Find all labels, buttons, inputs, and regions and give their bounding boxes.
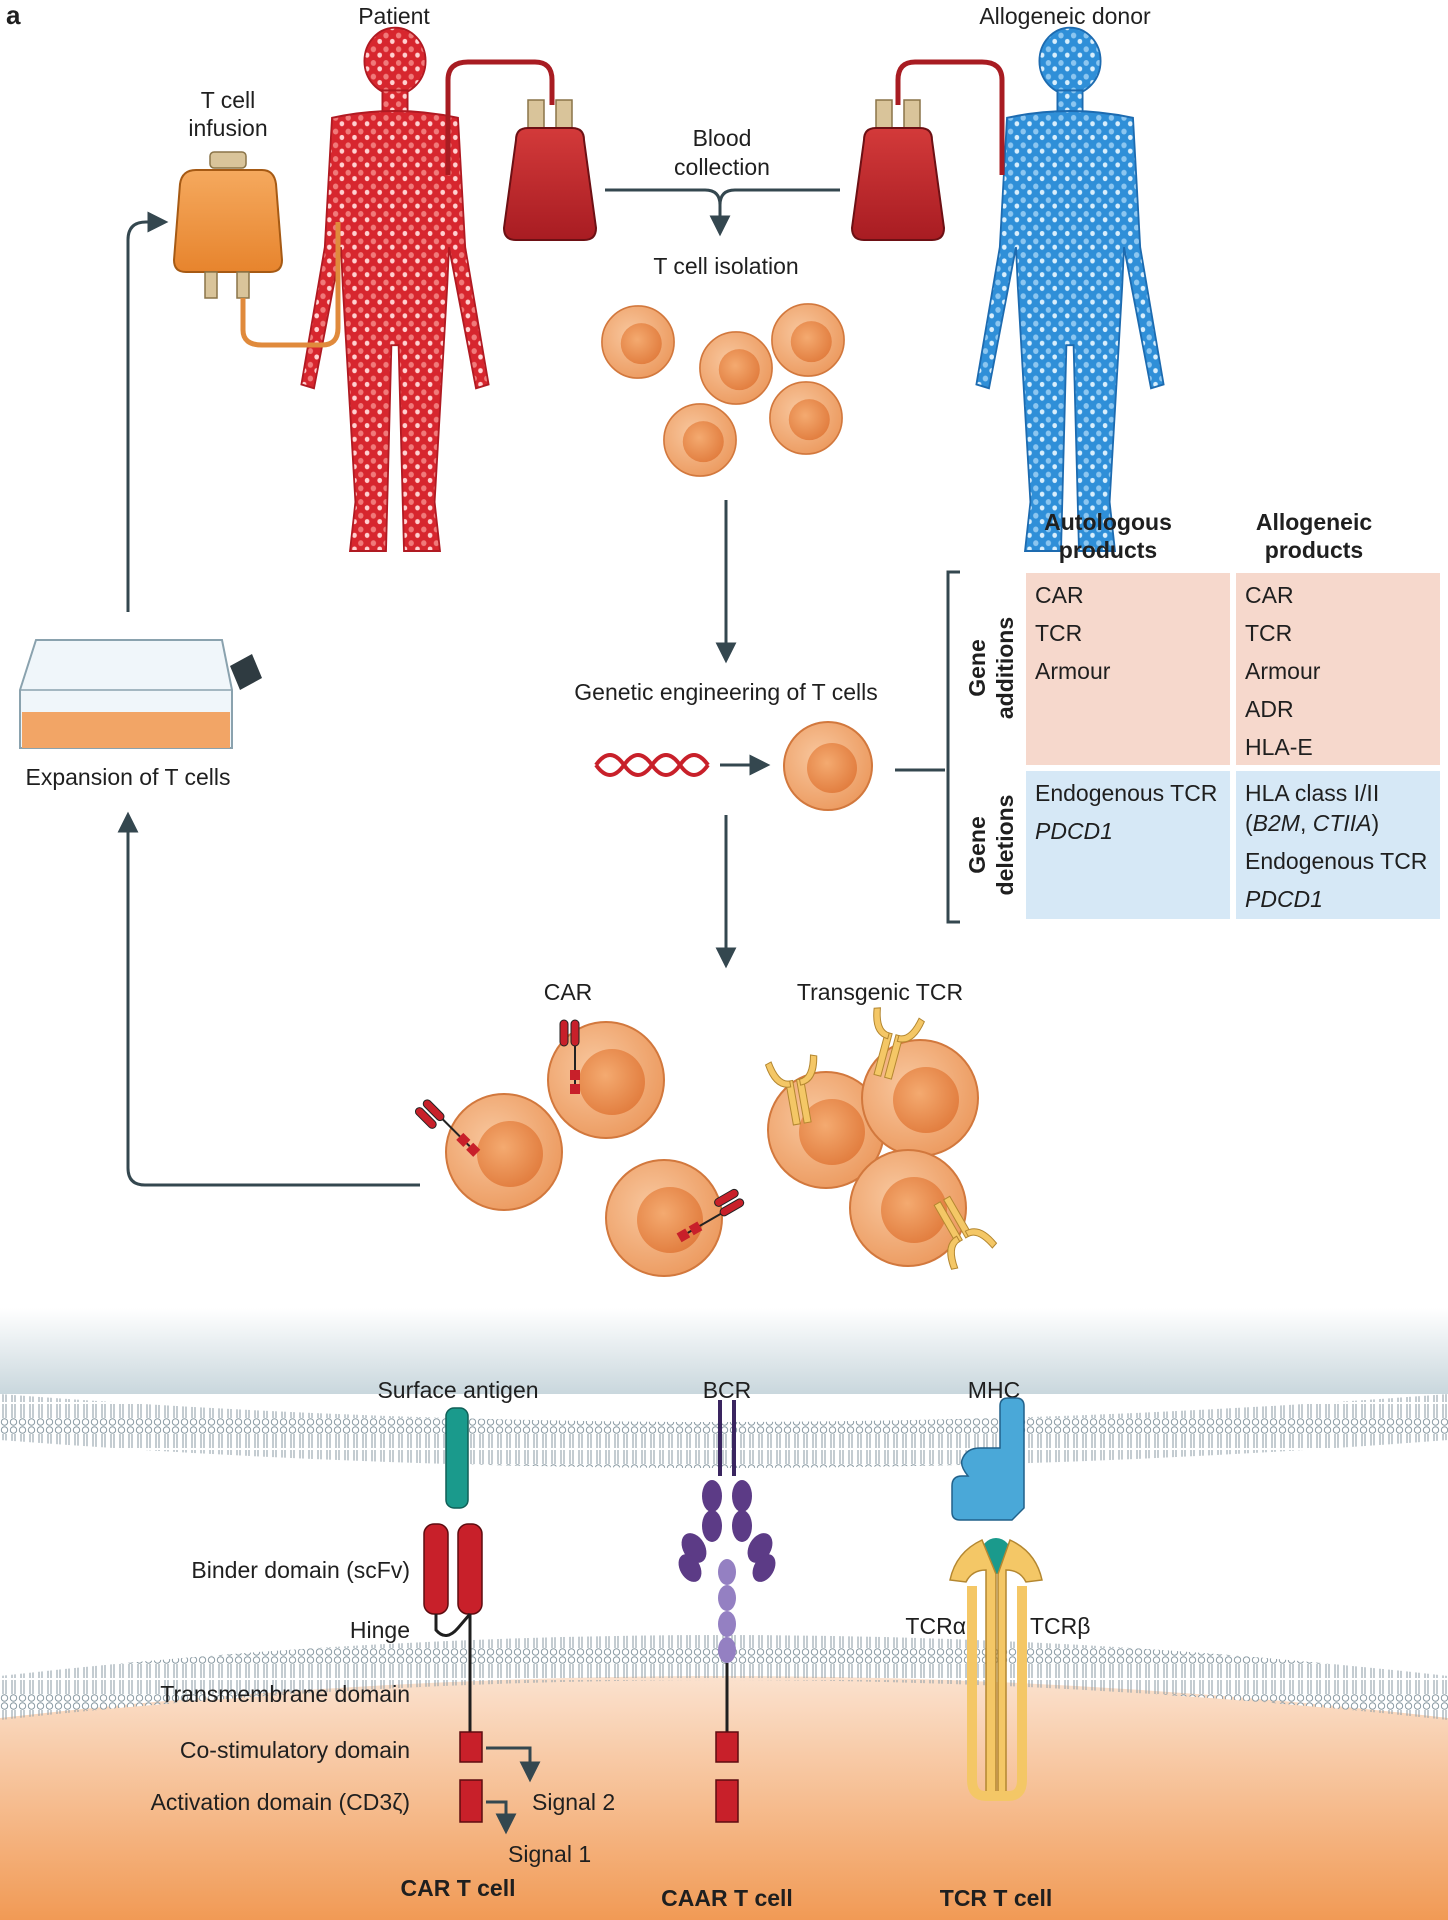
car-receptor bbox=[423, 1407, 483, 1823]
table-col2-line1: Allogeneic bbox=[1256, 509, 1373, 535]
bcr-label: BCR bbox=[703, 1377, 752, 1403]
allo-del-item: Endogenous TCR bbox=[1245, 848, 1427, 874]
allo-add-item: ADR bbox=[1245, 696, 1294, 722]
table-bracket bbox=[946, 570, 960, 924]
infusion-bag bbox=[172, 151, 341, 348]
auto-add-item: TCR bbox=[1035, 620, 1082, 646]
allo-add-item: TCR bbox=[1245, 620, 1292, 646]
signal1-arrow bbox=[486, 1800, 517, 1835]
table-auto-deletions-cell bbox=[1026, 771, 1230, 919]
mhc bbox=[951, 1397, 1025, 1521]
car-t-cell-title: CAR T cell bbox=[400, 1875, 515, 1901]
table-allo-additions-cell bbox=[1236, 573, 1440, 765]
surface-antigen-label: Surface antigen bbox=[377, 1377, 538, 1403]
caar-t-cell-title: CAAR T cell bbox=[661, 1885, 793, 1911]
table-row1-line2: additions bbox=[992, 617, 1018, 719]
signal1-label: Signal 1 bbox=[508, 1841, 591, 1867]
allo-del-item-genes: (B2M, CTIIA) bbox=[1245, 810, 1379, 836]
allo-add-item: HLA-E bbox=[1245, 734, 1313, 760]
allo-add-item: Armour bbox=[1245, 658, 1321, 684]
paren-open: ( bbox=[1245, 810, 1253, 836]
table-row2-line1: Gene bbox=[964, 816, 990, 874]
tcr-label: Transgenic TCR bbox=[797, 979, 963, 1005]
patient-label: Patient bbox=[358, 3, 430, 29]
donor-label: Allogeneic donor bbox=[979, 3, 1151, 29]
arrow-to-expansion bbox=[117, 811, 420, 1187]
signal2-label: Signal 2 bbox=[532, 1789, 615, 1815]
auto-add-item: CAR bbox=[1035, 582, 1084, 608]
patient-tube bbox=[445, 59, 555, 175]
paren-close: ) bbox=[1372, 810, 1380, 836]
collection-label-line1: Blood bbox=[693, 125, 752, 151]
auto-del-item: Endogenous TCR bbox=[1035, 780, 1217, 806]
car-t-cells bbox=[412, 1019, 747, 1277]
tcr-beta-label: TCRβ bbox=[1030, 1613, 1091, 1639]
collection-brace bbox=[605, 188, 840, 206]
extracellular-space bbox=[0, 1308, 1448, 1394]
tcr-alpha-label: TCRα bbox=[905, 1613, 966, 1639]
allo-del-item: HLA class I/II bbox=[1245, 780, 1379, 806]
table-row1-line1: Gene bbox=[964, 639, 990, 697]
table-allo-deletions-cell bbox=[1236, 771, 1440, 919]
table-col1-line1: Autologous bbox=[1044, 509, 1172, 535]
expansion-flask bbox=[19, 639, 262, 749]
signal2-arrow bbox=[486, 1746, 541, 1783]
infusion-label-line1: T cell bbox=[201, 87, 256, 113]
auto-del-item-gene: PDCD1 bbox=[1035, 818, 1113, 844]
allo-add-item: CAR bbox=[1245, 582, 1294, 608]
transmembrane-label: Transmembrane domain bbox=[160, 1681, 410, 1707]
tcr-receptor bbox=[949, 1397, 1043, 1801]
infusion-label-line2: infusion bbox=[188, 115, 267, 141]
allo-del-item-gene: PDCD1 bbox=[1245, 886, 1323, 912]
panel-a-label: a bbox=[6, 0, 21, 30]
donor-tube bbox=[895, 59, 1005, 175]
isolation-label: T cell isolation bbox=[653, 253, 798, 279]
auto-add-item: Armour bbox=[1035, 658, 1111, 684]
table-row2-line2: deletions bbox=[992, 795, 1018, 896]
engineering-label: Genetic engineering of T cells bbox=[574, 679, 877, 705]
costim-label: Co-stimulatory domain bbox=[180, 1737, 410, 1763]
car-label: CAR bbox=[544, 979, 593, 1005]
arrow-to-infusion bbox=[126, 211, 169, 612]
binder-label: Binder domain (scFv) bbox=[191, 1557, 410, 1583]
dna-icon bbox=[594, 753, 710, 777]
table-auto-additions-cell bbox=[1026, 573, 1230, 765]
surface-antigen bbox=[445, 1407, 469, 1509]
hinge-label: Hinge bbox=[350, 1617, 410, 1643]
tcr-t-cells bbox=[764, 1005, 999, 1272]
t-cell-membrane bbox=[0, 1635, 1448, 1720]
tcr-t-cell-title: TCR T cell bbox=[940, 1885, 1052, 1911]
table-col2-line2: products bbox=[1265, 537, 1363, 563]
caar-receptor bbox=[678, 1400, 776, 1823]
patient-figure bbox=[300, 26, 490, 552]
gene-ctiia: CTIIA bbox=[1313, 810, 1372, 836]
target-cell-membrane bbox=[0, 1394, 1448, 1468]
patient-blood-bag bbox=[502, 99, 598, 241]
table-col1-line2: products bbox=[1059, 537, 1157, 563]
engineered-t-cell bbox=[783, 721, 873, 811]
activation-label: Activation domain (CD3ζ) bbox=[151, 1789, 410, 1815]
isolated-t-cells bbox=[601, 303, 845, 477]
expansion-label: Expansion of T cells bbox=[26, 764, 231, 790]
comma: , bbox=[1300, 810, 1313, 836]
collection-label-line2: collection bbox=[674, 154, 770, 180]
gene-b2m: B2M bbox=[1253, 810, 1301, 836]
bcr bbox=[718, 1400, 736, 1476]
donor-blood-bag bbox=[850, 99, 946, 241]
